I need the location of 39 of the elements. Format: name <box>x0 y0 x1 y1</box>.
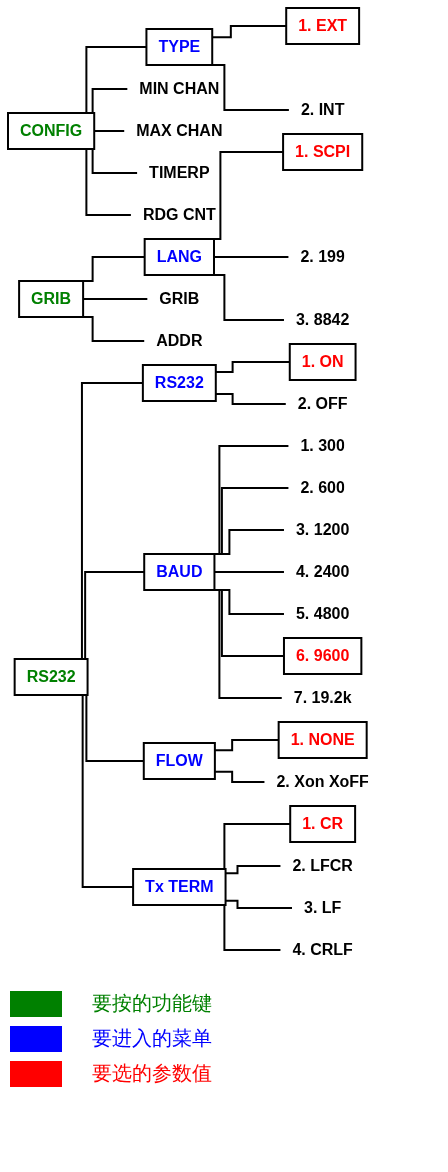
node-box: RS232 <box>13 658 89 696</box>
node-text: GRIB <box>159 290 200 307</box>
node-box: 1. ON <box>288 343 357 381</box>
node-text: MIN CHAN <box>139 80 220 97</box>
node-text: 1. 300 <box>300 437 345 454</box>
node-box: 6. 9600 <box>282 637 363 675</box>
node-text: 3. 8842 <box>295 311 350 328</box>
node-text: 3. LF <box>303 899 342 916</box>
node-text: 2. Xon XoFF <box>276 773 369 790</box>
node-text: 2. 199 <box>300 248 345 265</box>
node-text: 5. 4800 <box>295 605 350 622</box>
node-box: 1. NONE <box>277 721 368 759</box>
legend-text: 要选的参数值 <box>92 1061 212 1086</box>
node-box: 1. CR <box>289 805 357 843</box>
node-text: MAX CHAN <box>136 122 223 139</box>
node-text: ADDR <box>156 332 203 349</box>
node-box: 1. EXT <box>285 7 361 45</box>
node-box: GRIB <box>18 280 85 318</box>
node-box: TYPE <box>145 28 214 66</box>
node-text: RDG CNT <box>142 206 216 223</box>
node-text: 2. LFCR <box>292 857 353 874</box>
node-text: 4. CRLF <box>292 941 353 958</box>
node-box: Tx TERM <box>132 868 227 906</box>
legend-text: 要进入的菜单 <box>92 1026 212 1051</box>
node-text: 2. 600 <box>300 479 345 496</box>
node-box: LANG <box>143 238 215 276</box>
node-box: RS232 <box>141 364 217 402</box>
node-text: TIMERP <box>149 164 210 181</box>
connector <box>213 256 290 258</box>
legend-text: 要按的功能键 <box>92 991 212 1016</box>
node-box: BAUD <box>143 553 216 591</box>
node-text: 7. 19.2k <box>293 689 352 706</box>
node-text: 4. 2400 <box>295 563 350 580</box>
node-text: 3. 1200 <box>295 521 350 538</box>
node-box: 1. SCPI <box>282 133 364 171</box>
node-box: FLOW <box>142 742 216 780</box>
node-text: 2. OFF <box>297 395 348 412</box>
node-text: 2. INT <box>300 101 345 118</box>
node-box: CONFIG <box>7 112 96 150</box>
